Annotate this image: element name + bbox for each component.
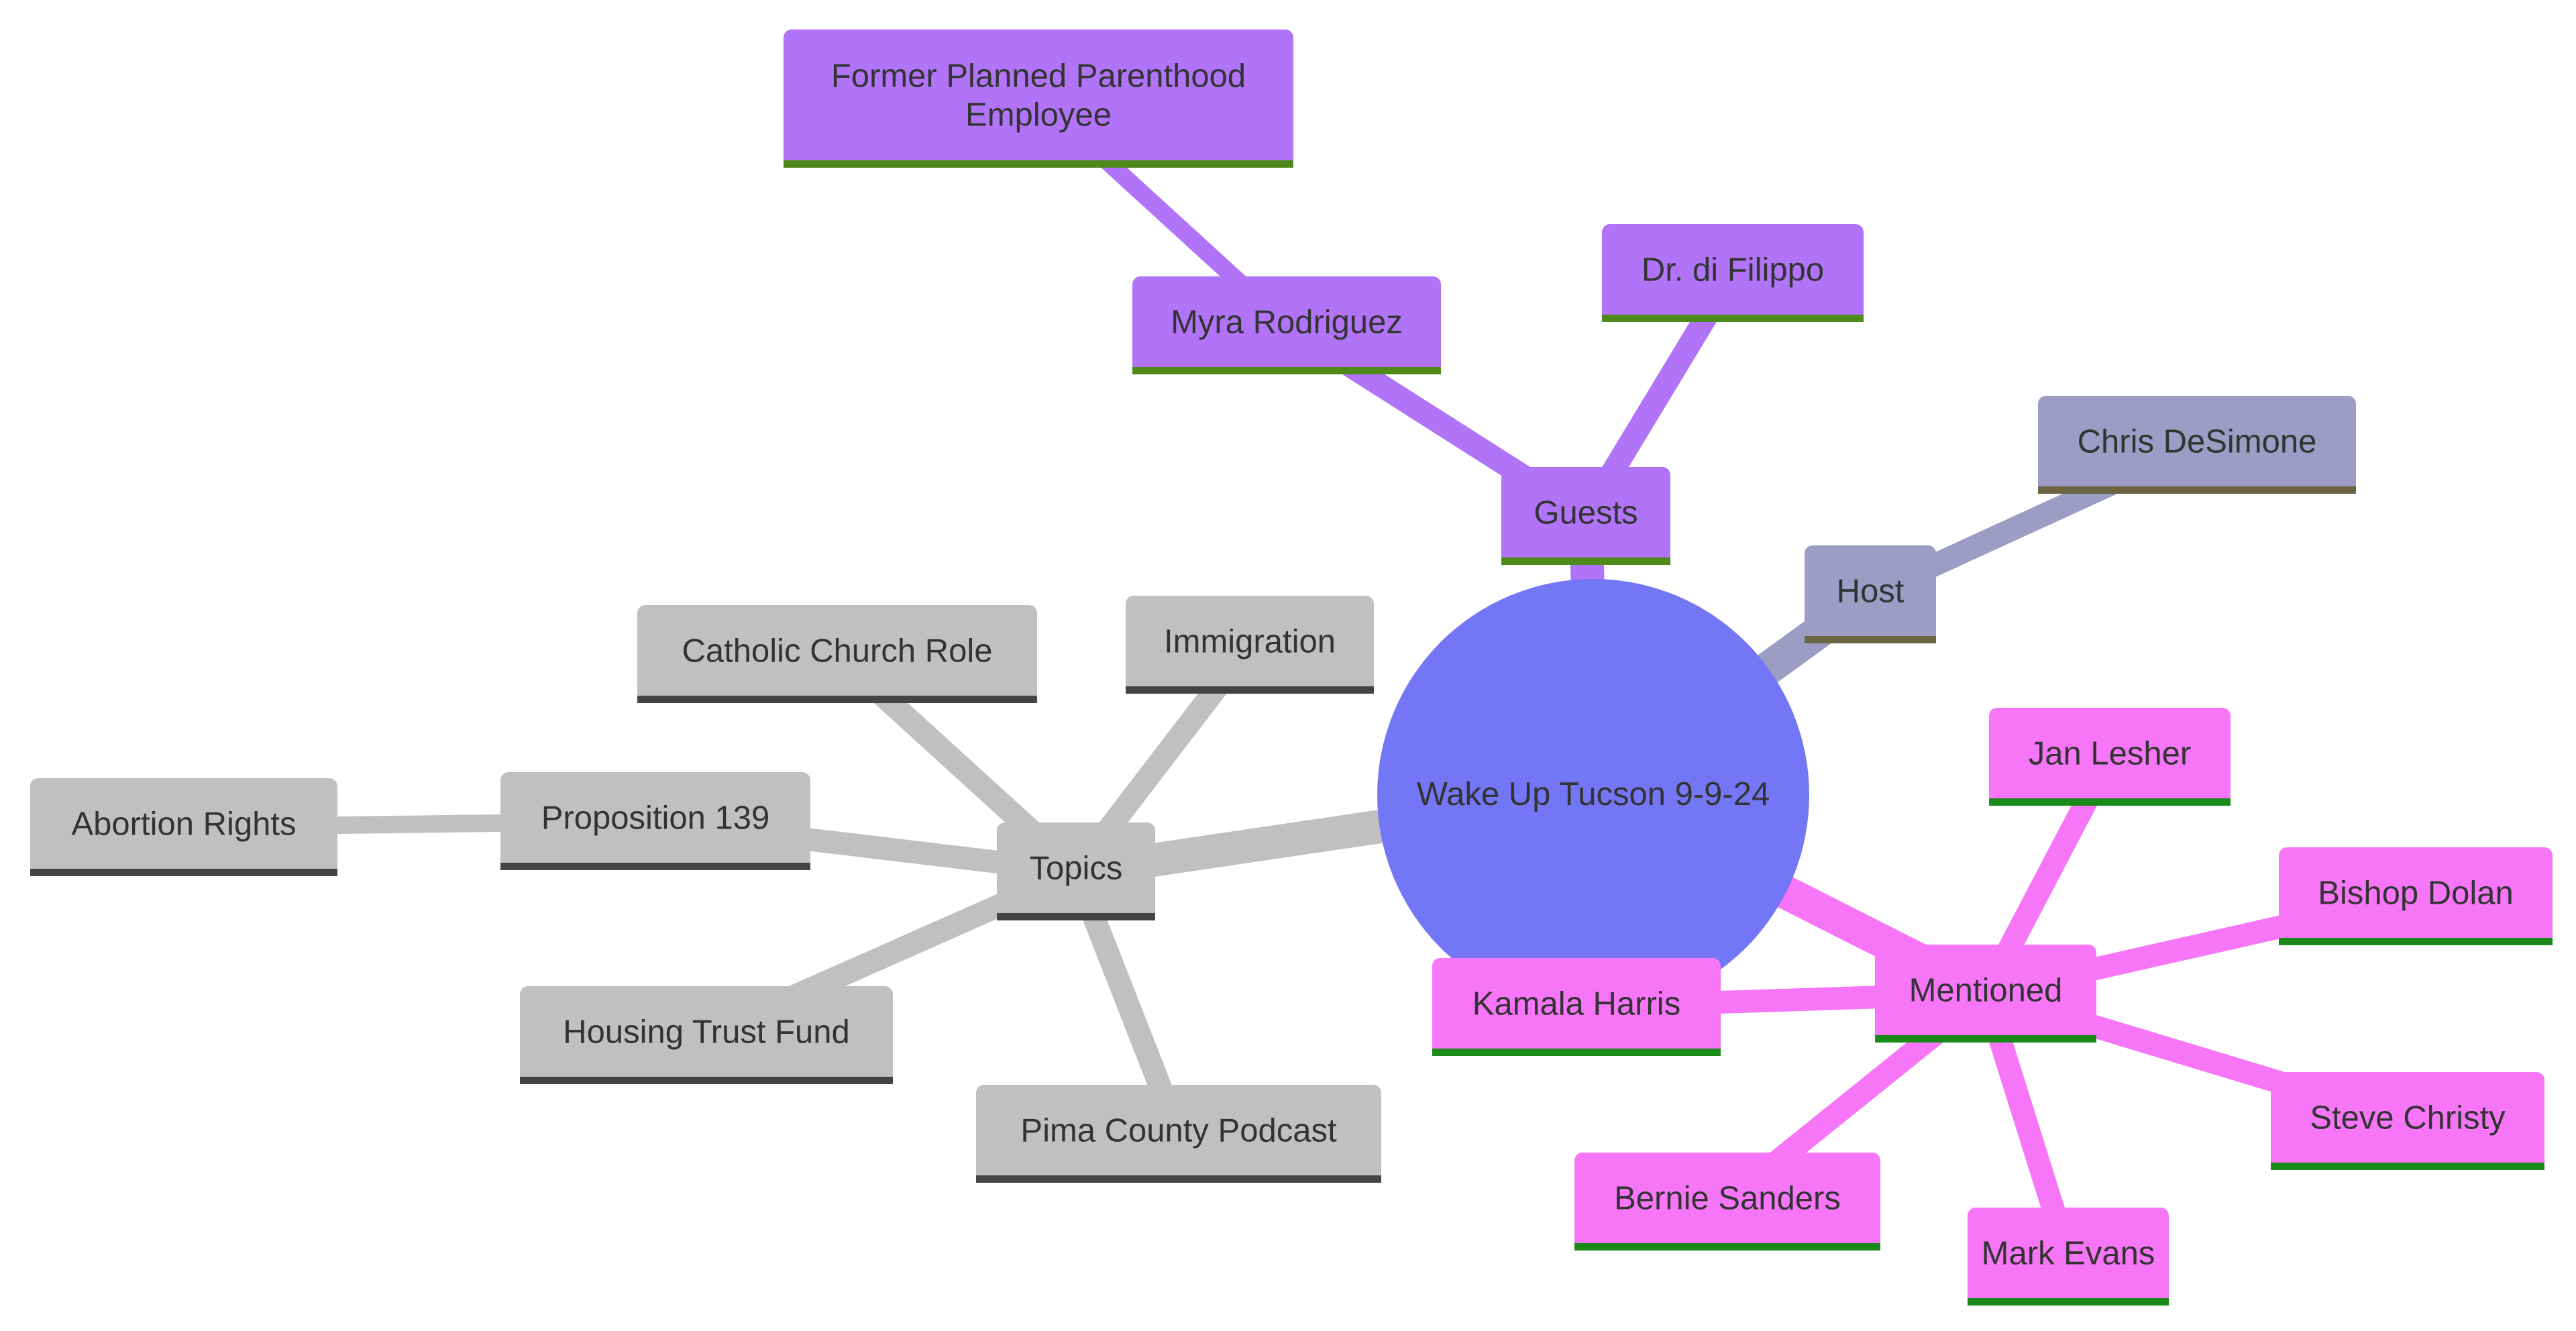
- node-lesher[interactable]: Jan Lesher: [1989, 708, 2231, 806]
- node-desimone[interactable]: Chris DeSimone: [2038, 396, 2356, 494]
- node-underline: [1875, 1035, 2096, 1043]
- node-box: [1602, 224, 1864, 322]
- node-underline: [2038, 486, 2356, 494]
- node-myra[interactable]: Myra Rodriguez: [1132, 276, 1441, 374]
- node-underline: [1805, 636, 1936, 643]
- node-underline: [637, 696, 1037, 703]
- node-guests[interactable]: Guests: [1501, 467, 1670, 565]
- node-box: [1501, 467, 1670, 565]
- node-sanders[interactable]: Bernie Sanders: [1574, 1153, 1880, 1250]
- node-label: Kamala Harris: [1472, 986, 1680, 1022]
- node-box: [1126, 596, 1374, 694]
- node-label: Mentioned: [1909, 973, 2063, 1009]
- root-circle: [1377, 579, 1809, 1011]
- root-node[interactable]: Wake Up Tucson 9-9-24: [1377, 579, 1809, 1011]
- node-label: Bernie Sanders: [1614, 1181, 1841, 1217]
- node-label: Jan Lesher: [2029, 736, 2191, 772]
- node-catholic[interactable]: Catholic Church Role: [637, 605, 1037, 703]
- node-underline: [30, 869, 337, 876]
- node-box: [1132, 276, 1441, 374]
- node-label: Proposition 139: [541, 800, 770, 837]
- node-label: Mark Evans: [1982, 1236, 2155, 1272]
- node-box: [30, 778, 337, 876]
- node-underline: [2279, 938, 2553, 945]
- node-underline: [976, 1175, 1381, 1183]
- node-box: [520, 986, 893, 1084]
- node-box: [2271, 1072, 2544, 1170]
- node-underline: [997, 913, 1155, 920]
- node-underline: [784, 160, 1293, 168]
- node-pima[interactable]: Pima County Podcast: [976, 1085, 1381, 1183]
- node-abortion[interactable]: Abortion Rights: [30, 778, 337, 876]
- node-underline: [1989, 798, 2231, 806]
- node-harris[interactable]: Kamala Harris: [1432, 958, 1721, 1056]
- node-underline: [1501, 557, 1670, 565]
- node-box: [1875, 945, 2096, 1043]
- node-underline: [1132, 367, 1441, 374]
- node-underline: [1602, 315, 1864, 322]
- node-box: [2038, 396, 2356, 494]
- node-underline: [520, 1077, 893, 1084]
- node-immigration[interactable]: Immigration: [1126, 596, 1374, 694]
- node-label: Housing Trust Fund: [563, 1014, 850, 1051]
- node-label: Myra Rodriguez: [1171, 305, 1403, 341]
- root-label: Wake Up Tucson 9-9-24: [1417, 776, 1770, 812]
- node-host[interactable]: Host: [1805, 545, 1936, 643]
- node-box: [500, 772, 810, 870]
- node-box: [976, 1085, 1381, 1183]
- node-label: Topics: [1030, 851, 1123, 887]
- node-label: Bishop Dolan: [2318, 875, 2513, 912]
- node-underline: [2271, 1163, 2544, 1170]
- node-box: [1805, 545, 1936, 643]
- node-label: Pima County Podcast: [1020, 1113, 1337, 1149]
- node-evans[interactable]: Mark Evans: [1968, 1208, 2169, 1306]
- nodes-layer: Guests Myra Rodriguez Former Planned Paren…: [30, 30, 2553, 1306]
- node-label: Host: [1837, 574, 1904, 610]
- node-box: [637, 605, 1037, 703]
- node-underline: [1968, 1298, 2169, 1306]
- node-label: Steve Christy: [2310, 1100, 2506, 1136]
- node-box: [784, 30, 1293, 168]
- node-label: Immigration: [1164, 624, 1336, 660]
- node-box: [1432, 958, 1721, 1056]
- node-christy[interactable]: Steve Christy: [2271, 1072, 2544, 1170]
- node-underline: [1432, 1049, 1721, 1056]
- node-label: Abortion Rights: [71, 806, 296, 843]
- node-mentioned[interactable]: Mentioned: [1875, 945, 2096, 1043]
- node-difilippo[interactable]: Dr. di Filippo: [1602, 224, 1864, 322]
- node-label: Employee: [965, 97, 1112, 134]
- node-underline: [1126, 686, 1374, 694]
- node-box: [2279, 847, 2553, 945]
- node-prop139[interactable]: Proposition 139: [500, 772, 810, 870]
- node-underline: [500, 863, 810, 870]
- node-topics[interactable]: Topics: [997, 822, 1155, 920]
- node-label: Former Planned Parenthood: [831, 58, 1246, 95]
- node-label: Dr. di Filippo: [1642, 252, 1824, 288]
- node-label: Guests: [1534, 495, 1638, 531]
- node-box: [1968, 1208, 2169, 1306]
- node-box: [997, 822, 1155, 920]
- node-box: [1574, 1153, 1880, 1250]
- node-label: Chris DeSimone: [2078, 424, 2317, 460]
- node-box: [1989, 708, 2231, 806]
- node-housing[interactable]: Housing Trust Fund: [520, 986, 893, 1084]
- node-underline: [1574, 1243, 1880, 1250]
- node-dolan[interactable]: Bishop Dolan: [2279, 847, 2553, 945]
- node-label: Catholic Church Role: [682, 633, 993, 670]
